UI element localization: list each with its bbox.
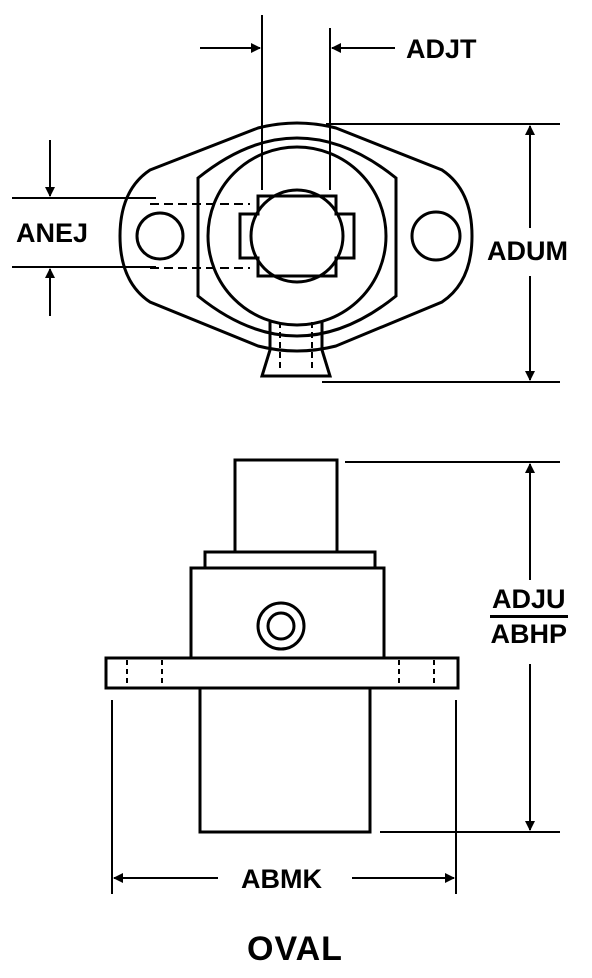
bottom-nozzle bbox=[259, 322, 333, 378]
shape-title: OVAL bbox=[247, 930, 343, 968]
right-mounting-hole bbox=[410, 210, 462, 262]
lower-body bbox=[198, 686, 372, 834]
top-view bbox=[12, 15, 560, 383]
adjt-label: ADJT bbox=[406, 34, 477, 64]
adju-abhp-fraction: ADJU ABHP bbox=[490, 586, 568, 648]
collar bbox=[203, 550, 377, 570]
adum-label: ADUM bbox=[487, 236, 568, 266]
port-outer bbox=[256, 601, 306, 651]
anej-label: ANEJ bbox=[16, 218, 89, 248]
adju-label: ADJU bbox=[490, 586, 568, 618]
upper-body bbox=[189, 566, 386, 660]
flange bbox=[104, 656, 460, 690]
abhp-label: ABHP bbox=[490, 619, 568, 649]
left-mounting-hole bbox=[135, 211, 185, 261]
keyed-bore bbox=[238, 194, 356, 278]
oval-flange-outline bbox=[118, 121, 474, 353]
abmk-label: ABMK bbox=[241, 864, 322, 894]
side-view bbox=[104, 458, 560, 894]
top-stem bbox=[233, 458, 339, 554]
port-inner bbox=[266, 611, 296, 641]
body-circle bbox=[206, 145, 388, 327]
body-outline bbox=[196, 136, 398, 338]
bore-circle bbox=[249, 188, 345, 284]
